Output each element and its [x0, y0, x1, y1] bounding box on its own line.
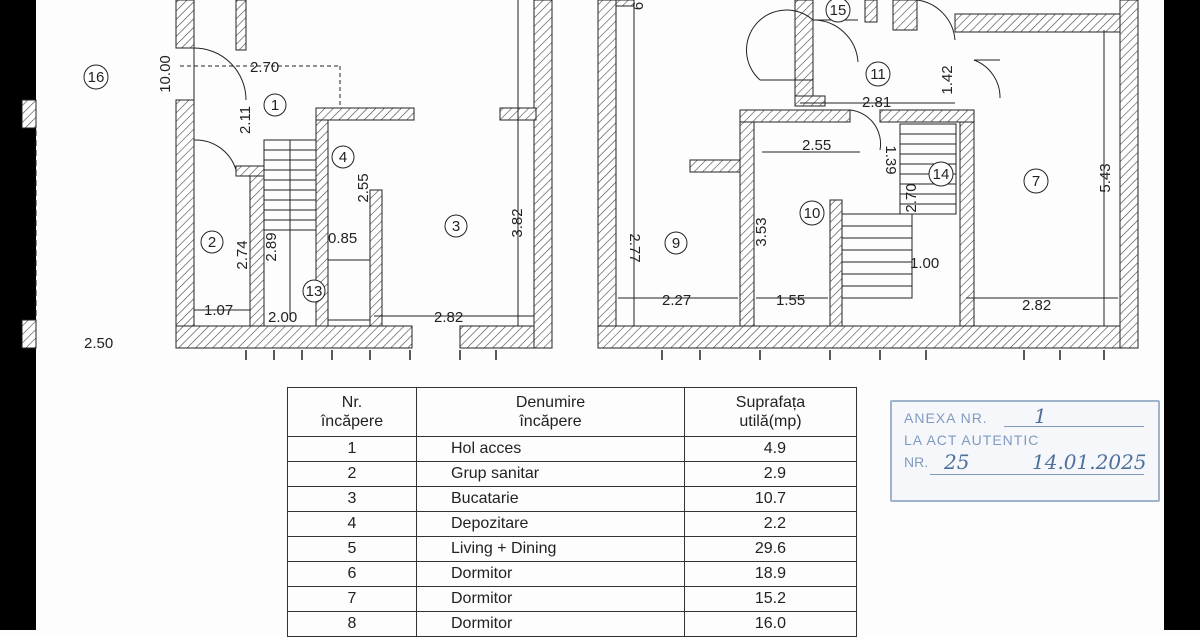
- dimension-label: 2.82: [434, 309, 463, 326]
- row-name: Bucatarie: [416, 486, 685, 512]
- room-number: 9: [672, 235, 680, 252]
- room-number-circles: [83, 0, 1049, 303]
- dimension-label: 3.82: [509, 208, 526, 237]
- room-number: 16: [88, 69, 105, 86]
- dimension-label: 6: [630, 2, 647, 10]
- dimension-label: 0.85: [328, 230, 357, 247]
- dimension-label: 5.43: [1097, 163, 1114, 192]
- room-number: 10: [804, 205, 821, 222]
- row-name: Dormitor: [416, 586, 685, 612]
- row-nr: 1: [287, 436, 417, 462]
- rooms-table: Nr. încăpere Denumire încăpere Suprafața…: [287, 387, 857, 637]
- dimension-label: 1.42: [939, 65, 956, 94]
- row-name: Living + Dining: [416, 536, 685, 562]
- room-number: 3: [452, 218, 460, 235]
- dimension-label: 1.39: [882, 145, 899, 174]
- room-numbers: 16 1 4 2 3 13 15 11 14 7 9 10: [88, 2, 1041, 300]
- row-nr: 6: [287, 561, 417, 587]
- left-plan-lines: [35, 0, 534, 340]
- row-name: Hol acces: [416, 436, 685, 462]
- room-number: 14: [933, 166, 950, 183]
- row-area: 15.2: [684, 586, 857, 612]
- row-name: Depozitare: [416, 511, 685, 537]
- row-nr: 2: [287, 461, 417, 487]
- dimension-label: 2.27: [662, 292, 691, 309]
- stamp-date: 14.01.2025: [1032, 450, 1147, 474]
- row-nr: 8: [287, 611, 417, 637]
- header-name: Denumire încăpere: [416, 387, 685, 437]
- dimension-label: 2.50: [84, 335, 113, 352]
- room-number: 13: [306, 283, 323, 300]
- dimension-label: 2.70: [250, 59, 279, 76]
- dimension-label: 2.82: [1022, 297, 1051, 314]
- row-nr: 4: [287, 511, 417, 537]
- dimension-labels: 10.00 2.70 2.11 2.55 3.82 2.74 2.89 0.85…: [84, 2, 1114, 352]
- room-number: 11: [870, 66, 886, 83]
- room-number: 1: [271, 97, 279, 114]
- row-area: 16.0: [684, 611, 857, 637]
- dimension-label: 1.07: [204, 302, 233, 319]
- stamp-annex-label: ANEXA NR.: [904, 410, 988, 426]
- stamp-nr-label: NR.: [904, 454, 929, 470]
- header-nr: Nr. încăpere: [287, 387, 417, 437]
- stamp-underline: [1004, 426, 1144, 427]
- row-area: 10.7: [684, 486, 857, 512]
- dimension-label: 2.70: [903, 183, 920, 212]
- right-frame-bar: [1164, 0, 1200, 630]
- annex-stamp: ANEXA NR. 1 LA ACT AUTENTIC NR. 25 14.01…: [890, 400, 1160, 502]
- room-number: 15: [830, 2, 847, 19]
- dimension-label: 1.00: [910, 255, 939, 272]
- wall-ticks: [245, 350, 1105, 360]
- dimension-label: 2.55: [355, 173, 372, 202]
- dimension-label: 10.00: [157, 55, 174, 93]
- row-nr: 7: [287, 586, 417, 612]
- dimension-label: 2.11: [237, 106, 254, 134]
- dimension-label: 2.74: [234, 240, 251, 269]
- dimension-label: 2.89: [263, 232, 280, 261]
- dimension-label: 2.55: [802, 137, 831, 154]
- dimension-label: 2.77: [626, 233, 643, 262]
- row-nr: 5: [287, 536, 417, 562]
- stamp-act-number: 25: [944, 450, 970, 474]
- floor-plan: 16 1 4 2 3 13 15 11 14 7 9 10 10.00 2.70…: [21, 0, 1139, 360]
- dimension-label: 3.53: [753, 217, 770, 246]
- stamp-annex-number: 1: [1034, 404, 1047, 428]
- row-area: 18.9: [684, 561, 857, 587]
- row-name: Dormitor: [416, 611, 685, 637]
- table-header-row: Nr. încăpere Denumire încăpere Suprafața…: [287, 387, 857, 437]
- stamp-act-label: LA ACT AUTENTIC: [904, 432, 1040, 448]
- dimension-label: 1.55: [776, 292, 805, 309]
- stamp-underline: [930, 474, 1144, 475]
- dimension-label: 2.81: [862, 94, 891, 111]
- room-number: 7: [1032, 173, 1040, 190]
- header-area: Suprafața utilă(mp): [684, 387, 857, 437]
- row-name: Dormitor: [416, 561, 685, 587]
- row-area: 2.9: [684, 461, 857, 487]
- right-plan-lines: [618, 0, 1118, 326]
- row-area: 4.9: [684, 436, 857, 462]
- row-nr: 3: [287, 486, 417, 512]
- row-area: 29.6: [684, 536, 857, 562]
- room-number: 4: [339, 149, 347, 166]
- right-plan-walls: [597, 0, 1139, 349]
- row-area: 2.2: [684, 511, 857, 537]
- left-plan-walls: [21, 0, 553, 349]
- row-name: Grup sanitar: [416, 461, 685, 487]
- room-number: 2: [208, 234, 216, 251]
- dimension-label: 2.00: [268, 309, 297, 326]
